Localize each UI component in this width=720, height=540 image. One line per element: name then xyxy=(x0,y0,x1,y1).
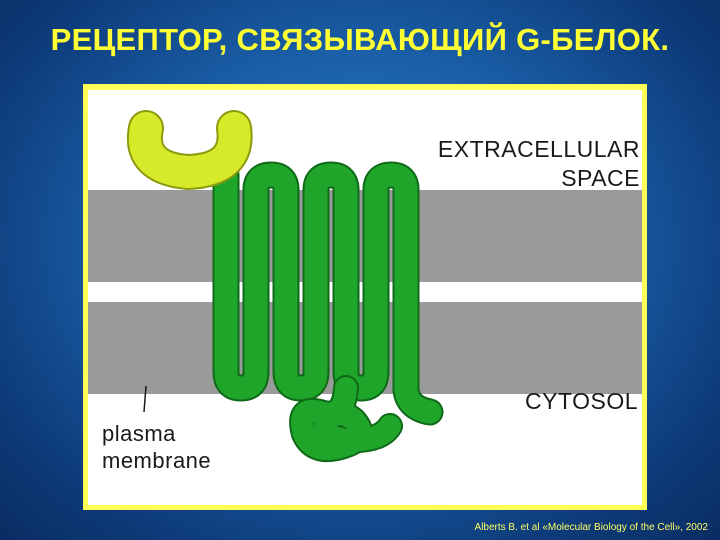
receptor-chain xyxy=(214,163,442,424)
citation: Alberts B. et al «Molecular Biology of t… xyxy=(474,522,708,533)
label-extracellular-space: EXTRACELLULAR SPACE xyxy=(438,135,640,193)
label-extracellular-line2: SPACE xyxy=(561,165,640,191)
label-plasma-membrane: plasma membrane xyxy=(102,420,211,474)
slide-title: РЕЦЕПТОР, СВЯЗЫВАЮЩИЙ G-БЕЛОК. xyxy=(50,22,670,57)
label-extracellular-line1: EXTRACELLULAR xyxy=(437,136,640,162)
label-plasma-line2: membrane xyxy=(102,448,212,473)
receptor-tail xyxy=(291,377,401,460)
label-cytosol: CYTOSOL xyxy=(525,388,638,414)
plasma-membrane-pointer xyxy=(143,385,147,413)
extracellular-domain-fill xyxy=(128,112,251,189)
receptor-diagram: EXTRACELLULAR SPACE CYTOSOL plasma membr… xyxy=(88,90,642,505)
receptor-illustration xyxy=(88,110,642,462)
label-plasma-line1: plasma xyxy=(102,421,176,446)
receptor-protein xyxy=(212,161,444,462)
